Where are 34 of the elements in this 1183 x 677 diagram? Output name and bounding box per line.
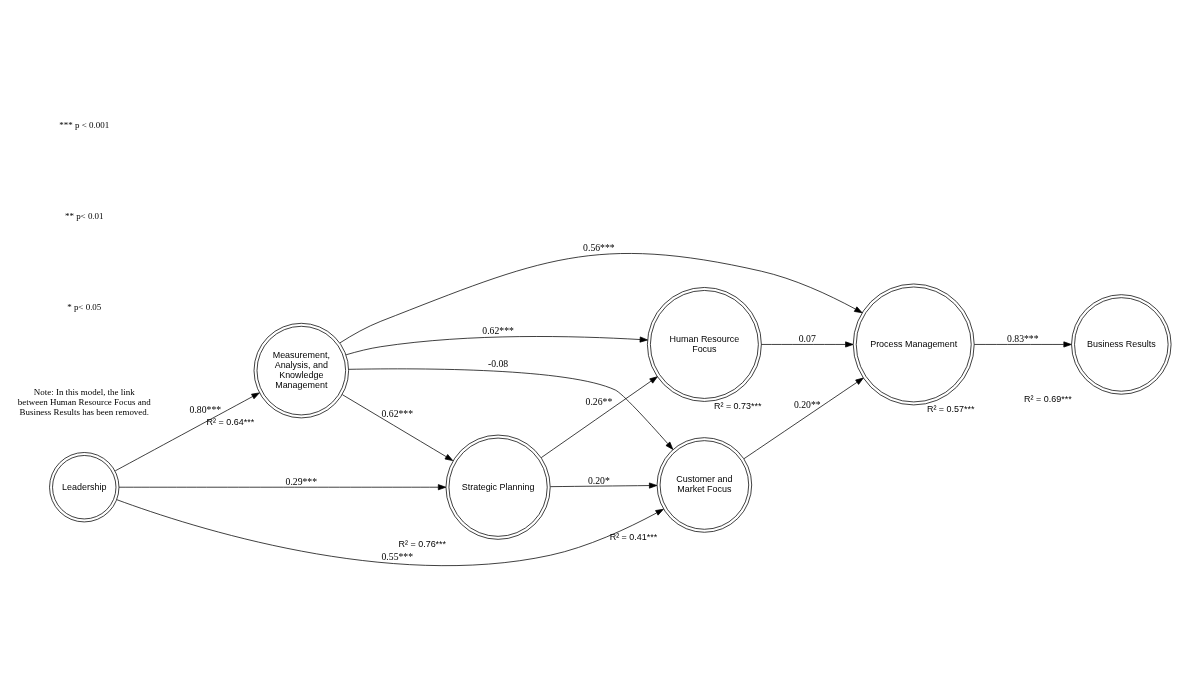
- edge-label: 0.62***: [482, 324, 514, 336]
- label: ** p< 0.01: [64, 210, 104, 221]
- arrow: [540, 375, 658, 458]
- node-label: R² = 0.73***: [713, 400, 762, 411]
- edge-label: 0.83***: [1007, 332, 1039, 344]
- edge-label: 0.20**: [793, 398, 821, 410]
- edge-label: 0.56***: [583, 241, 615, 253]
- node-label: R² = 0.69***: [1024, 393, 1072, 404]
- edge-label: -0.08: [487, 357, 509, 369]
- node-label: R² = 0.41***: [609, 531, 658, 542]
- node-label: R² = 0.64***: [206, 416, 255, 427]
- label: * p< 0.05: [67, 301, 102, 312]
- arrow: [345, 335, 648, 355]
- edge-label: 0.29***: [285, 475, 318, 487]
- edge-label: 0.07: [798, 332, 816, 344]
- arrow: [348, 368, 674, 450]
- edge-label: 0.80***: [189, 403, 222, 415]
- label: *** p < 0.001: [59, 119, 110, 130]
- edge-label: 0.20*: [587, 474, 610, 486]
- arrow: [761, 340, 854, 347]
- node-label: R² = 0.57***: [926, 403, 975, 414]
- arrow: [118, 483, 447, 490]
- arrow: [116, 498, 664, 566]
- edge-label: 0.26**: [585, 395, 613, 407]
- label: Note: In this model, the link between Human Resource Focus and Business Results has been removed.: [17, 386, 151, 417]
- arrow: [341, 393, 454, 461]
- arrow: [974, 340, 1072, 347]
- node-label: R² = 0.76***: [398, 538, 447, 549]
- arrow: [114, 392, 260, 471]
- arrow: [743, 377, 864, 459]
- edge-label: 0.55***: [381, 550, 414, 562]
- edge-label: 0.62***: [381, 407, 414, 418]
- arrow: [339, 252, 863, 343]
- arrow: [550, 482, 658, 489]
